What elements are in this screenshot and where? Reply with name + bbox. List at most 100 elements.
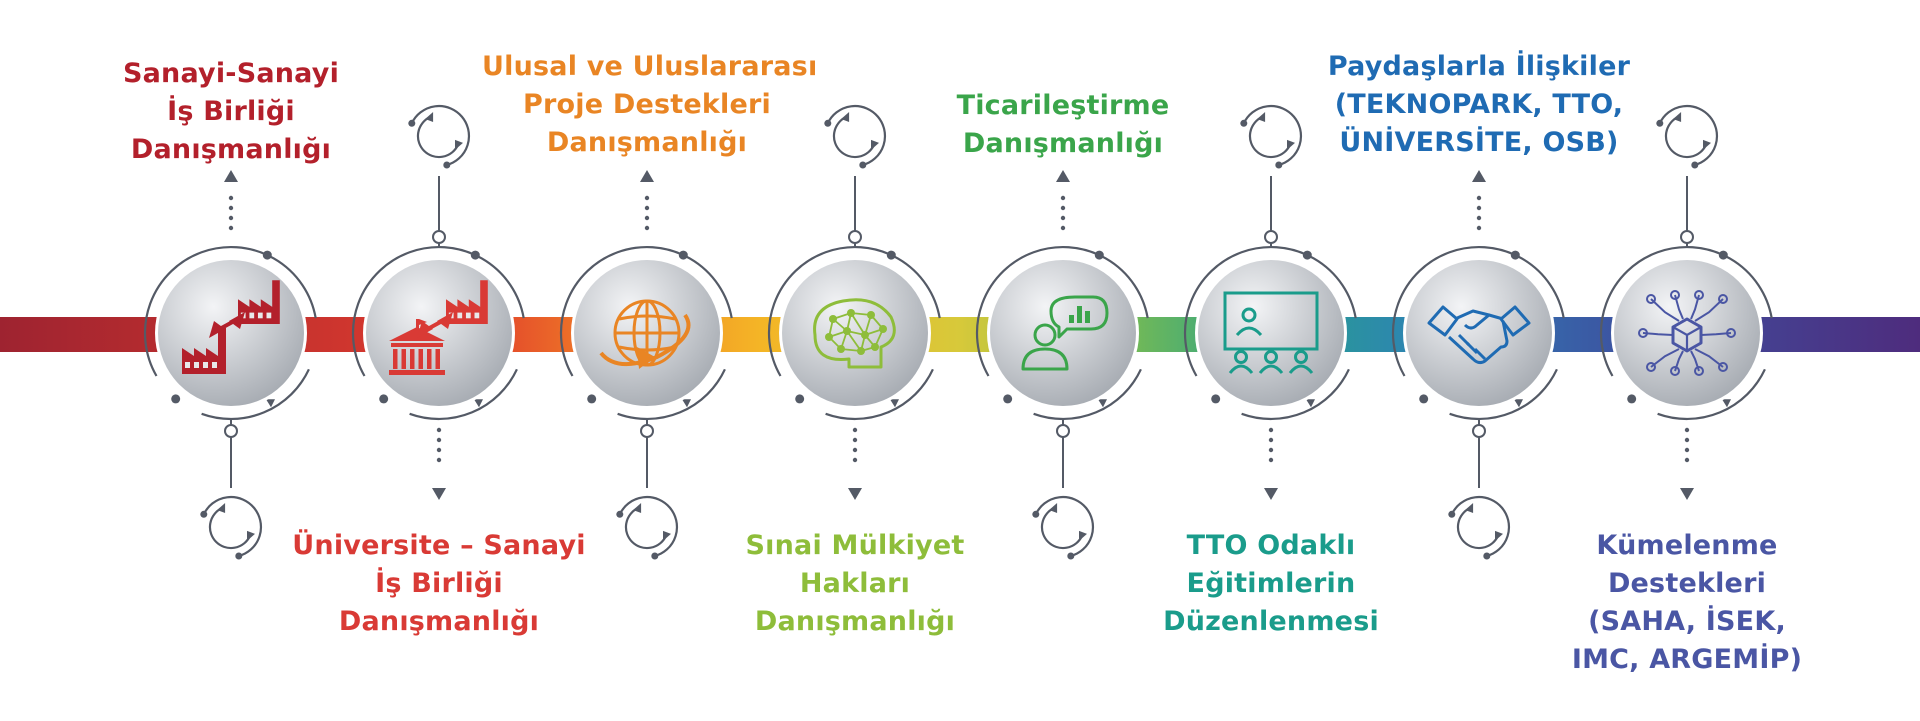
ring-arrow-icon	[474, 399, 483, 408]
ring-dot	[1211, 394, 1221, 404]
cycle-icon	[1240, 104, 1303, 169]
ring-dot	[795, 394, 805, 404]
dotted-connector	[1476, 195, 1482, 231]
ring-arrow-icon	[1514, 399, 1523, 408]
node-ring-arc	[1183, 246, 1357, 377]
step-label-line: Kümelenme	[1596, 530, 1778, 561]
step-6	[1183, 104, 1357, 500]
step-label-line: İş Birliği	[375, 568, 503, 599]
step-1	[143, 170, 317, 560]
step-label: Paydaşlarla İlişkiler (TEKNOPARK, TTO, ÜNİ…	[1314, 48, 1644, 162]
ring-dot	[587, 394, 597, 404]
step-label-line: Proje Destekleri	[523, 89, 771, 120]
university-to-factory-icon	[389, 280, 488, 375]
ring-dot	[262, 250, 272, 260]
factory-to-factory-icon	[182, 280, 280, 374]
node-ring-arc	[201, 368, 310, 421]
step-5	[975, 170, 1149, 560]
dotted-connector	[436, 427, 442, 463]
step-label-line: IMC, ARGEMİP)	[1571, 644, 1803, 675]
ring-dot	[171, 394, 181, 404]
cycle-icon	[616, 495, 679, 560]
ring-arrow-icon	[1722, 399, 1731, 408]
step-label-line: Danışmanlığı	[130, 134, 332, 165]
step-4	[767, 104, 941, 500]
ring-arrow-icon	[682, 399, 691, 408]
stem-node	[1264, 230, 1278, 244]
cycle-icon	[824, 104, 887, 169]
node-disc	[158, 260, 304, 406]
node-ring-arc	[1033, 368, 1142, 421]
node-ring-arc	[617, 368, 726, 421]
step-label-line: Üniversite – Sanayi	[292, 530, 586, 561]
stem-node	[1680, 230, 1694, 244]
arrow-down-icon	[1264, 488, 1278, 500]
step-3	[559, 170, 733, 560]
arrow-down-icon	[432, 488, 446, 500]
ring-dot	[678, 250, 688, 260]
arrow-up-icon	[1056, 170, 1070, 182]
step-7	[1391, 170, 1565, 560]
ring-dot	[1419, 394, 1429, 404]
node-disc	[1198, 260, 1344, 406]
step-label-line: Destekleri	[1607, 568, 1767, 599]
node-ring-arc	[1449, 368, 1558, 421]
dotted-connector	[228, 195, 234, 231]
step-label-line: Ulusal ve Uluslararası	[482, 51, 818, 82]
step-2	[351, 104, 525, 500]
step-8	[1599, 104, 1773, 500]
step-label-line: Sınai Mülkiyet	[745, 530, 965, 561]
node-ring-arc	[1241, 368, 1350, 421]
dotted-connector	[1684, 427, 1690, 463]
step-label-line: Danışmanlığı	[546, 127, 748, 158]
stem-node	[432, 230, 446, 244]
step-label-line: (SAHA, İSEK,	[1588, 606, 1786, 637]
ring-dot	[1627, 394, 1637, 404]
cycle-icon	[1448, 495, 1511, 560]
ring-dot	[1003, 394, 1013, 404]
node-disc	[1614, 260, 1760, 406]
arrow-down-icon	[848, 488, 862, 500]
ring-arrow-icon	[1306, 399, 1315, 408]
stem-node	[1056, 424, 1070, 438]
step-label-line: Eğitimlerin	[1186, 568, 1356, 599]
globe-icon	[599, 299, 691, 369]
step-label-line: TTO Odaklı	[1186, 530, 1356, 561]
node-ring-arc	[351, 246, 525, 377]
ring-arrow-icon	[266, 399, 275, 408]
cycle-icon	[200, 495, 263, 560]
step-label-line: Düzenlenmesi	[1163, 606, 1379, 637]
node-ring-arc	[409, 368, 518, 421]
step-label-line: İş Birliği	[167, 96, 295, 127]
ring-arrow-icon	[1098, 399, 1107, 408]
dotted-connector	[1268, 427, 1274, 463]
ring-dot	[1718, 250, 1728, 260]
node-ring-arc	[1657, 368, 1766, 421]
node-ring-arc	[1599, 246, 1773, 377]
ring-dot	[886, 250, 896, 260]
ring-dot	[1510, 250, 1520, 260]
node-disc	[1406, 260, 1552, 406]
stem-node	[848, 230, 862, 244]
node-ring-arc	[143, 246, 317, 377]
ring-dot	[379, 394, 389, 404]
step-label-line: Danışmanlığı	[754, 606, 956, 637]
step-label-line: Ticarileştirme	[956, 90, 1170, 121]
cycle-icon	[1656, 104, 1719, 169]
stem-node	[224, 424, 238, 438]
step-label-line: ÜNİVERSİTE, OSB)	[1339, 127, 1619, 158]
step-label-line: (TEKNOPARK, TTO,	[1334, 89, 1624, 120]
step-label-line: Hakları	[799, 568, 911, 599]
handshake-icon	[1427, 305, 1531, 365]
stem-node	[1472, 424, 1486, 438]
training-board-icon	[1223, 291, 1319, 374]
cycle-icon	[408, 104, 471, 169]
step-label-line: Paydaşlarla İlişkiler	[1327, 51, 1631, 82]
